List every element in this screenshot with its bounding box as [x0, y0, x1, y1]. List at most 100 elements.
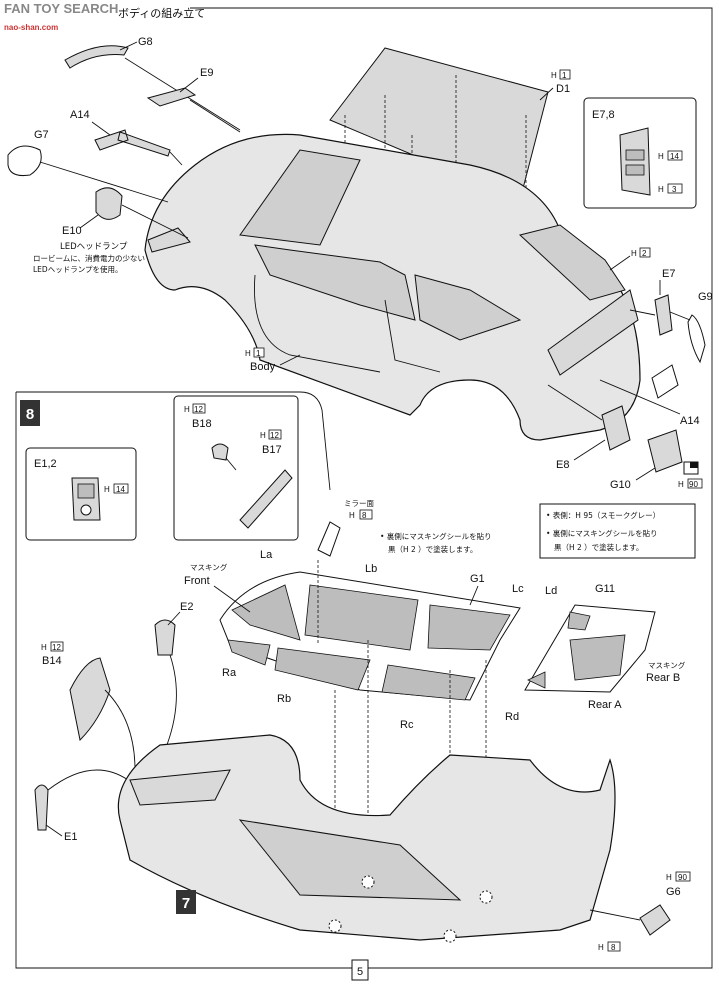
e12-hole — [80, 504, 92, 516]
mask-front — [231, 584, 301, 641]
leader-g1 — [469, 585, 479, 606]
part-g10 — [647, 429, 683, 473]
h-box-g10 — [687, 478, 703, 489]
h-value-e78-3: 3 — [672, 185, 677, 194]
g1-note-2: 黒（H 2 ）で塗装します。 — [388, 544, 477, 554]
h-label: H — [551, 71, 557, 80]
label-g7: G7 — [34, 129, 49, 141]
label-a14-left: A14 — [70, 109, 90, 121]
page-number-box — [351, 959, 369, 981]
part-e10 — [95, 187, 123, 220]
h-label: H — [184, 405, 190, 414]
arrow-e9 — [189, 99, 241, 133]
arrow-g9 — [669, 311, 691, 321]
h-value-b17: 12 — [270, 431, 279, 440]
leader-a14-left — [91, 121, 111, 136]
h-label: H — [598, 943, 604, 952]
label-la: La — [260, 549, 273, 561]
h-value-b14: 12 — [52, 643, 61, 652]
label-g1: G1 — [470, 573, 485, 585]
part-e2 — [154, 619, 176, 656]
part-e78-detail — [619, 127, 651, 196]
leader-e8 — [573, 439, 606, 461]
label-lc: Lc — [512, 583, 524, 595]
leader-e10 — [79, 214, 99, 229]
watermark-bottom: nao-shan.com — [4, 23, 58, 32]
h-label: H — [41, 643, 47, 652]
side-window-front — [254, 244, 416, 321]
h-label: H — [245, 349, 251, 358]
h-box-e78-3 — [667, 183, 683, 194]
part-g7 — [7, 145, 42, 176]
h-value-e78-14: 14 — [670, 152, 679, 161]
h-box-bottom — [607, 941, 621, 952]
arrow-e7 — [629, 309, 656, 316]
part-b17 — [239, 469, 293, 529]
mask-lb — [304, 584, 419, 651]
h-box-e78-14 — [667, 150, 683, 161]
leader-e1 — [45, 824, 63, 837]
mirror-note: ミラー面 — [344, 499, 374, 508]
label-e2: E2 — [180, 601, 193, 613]
label-e9: E9 — [200, 67, 213, 79]
watermark-top: FAN TOY SEARCH — [4, 1, 118, 16]
h-box-mirror — [359, 509, 373, 520]
h-value-d1: 1 — [562, 71, 567, 80]
label-rc: Rc — [400, 719, 414, 731]
arrow-a14-left — [169, 151, 183, 166]
label-e7: E7 — [662, 268, 675, 280]
label-rd: Rd — [505, 711, 519, 723]
masking-note-rear: マスキング — [648, 660, 686, 670]
label-g10: G10 — [610, 479, 631, 491]
h-label: H — [349, 511, 355, 520]
e78-lens-1 — [625, 149, 645, 161]
arrow-e10 — [121, 204, 189, 239]
label-lb: Lb — [365, 563, 377, 575]
part-b14 — [69, 657, 111, 742]
mask-rb — [274, 647, 371, 691]
e78-lens-2 — [625, 164, 645, 176]
leader-a14-right — [599, 379, 681, 415]
leader-front — [213, 585, 251, 613]
part-a14-right — [651, 364, 679, 399]
part-g9 — [687, 314, 706, 364]
label-e8: E8 — [556, 459, 569, 471]
part-e8 — [601, 405, 631, 451]
leader-e2 — [167, 611, 181, 626]
h-value-b18: 12 — [194, 405, 203, 414]
h-value-body: 1 — [256, 349, 261, 358]
g11-note-2: • 裏側にマスキングシールを貼り — [546, 528, 658, 538]
step-divider — [16, 391, 331, 491]
color-chip-fill — [690, 462, 698, 468]
h-label: H — [631, 249, 637, 258]
part-g8 — [64, 45, 129, 69]
h-box-rear — [639, 247, 651, 258]
h-box-b18 — [192, 403, 206, 414]
h-label: H — [678, 480, 684, 489]
h-label: H — [104, 485, 110, 494]
windshield — [239, 149, 361, 246]
h-value-rear: 2 — [642, 249, 647, 258]
h-box-d1 — [559, 69, 571, 80]
leader-body — [279, 354, 301, 366]
leader-g10 — [635, 467, 656, 481]
h-box-e12 — [113, 483, 129, 494]
label-rb: Rb — [277, 693, 291, 705]
label-e10: E10 — [62, 225, 82, 237]
step-7-number: 7 — [182, 895, 190, 912]
led-note-title: LEDヘッドランプ — [60, 242, 128, 252]
rear-light-strip — [547, 289, 639, 376]
mask-rd — [527, 671, 546, 689]
h-box-b14 — [50, 641, 64, 652]
part-b18 — [211, 443, 229, 461]
underside-front-detail — [129, 769, 231, 806]
led-note-line2: LEDヘッドランプを使用。 — [33, 264, 122, 274]
part-g6 — [639, 904, 671, 936]
mount-holes — [328, 875, 493, 943]
step-7-marker — [176, 890, 196, 914]
car-underside — [117, 734, 616, 941]
h-box-b17 — [268, 429, 282, 440]
g11-note-3: 黒（H 2 ）で塗装します。 — [554, 542, 643, 552]
section-title: ボディの組み立て — [118, 6, 205, 20]
label-e12: E1,2 — [34, 458, 57, 470]
